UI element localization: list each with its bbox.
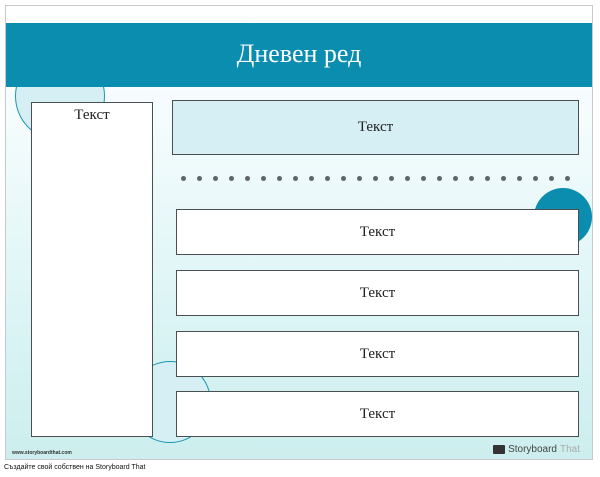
agenda-item-1[interactable]: Текст [176,209,579,255]
worksheet-canvas: Дневен ред Текст Текст Текст Текст Текст… [5,5,593,460]
divider-dot [373,176,378,181]
divider-dot [469,176,474,181]
divider-dot [341,176,346,181]
watermark-url: www.storyboardthat.com [12,450,72,456]
divider-dot [309,176,314,181]
divider-dot [357,176,362,181]
divider-dot [421,176,426,181]
divider-dot [229,176,234,181]
divider-dot [437,176,442,181]
agenda-item-3[interactable]: Текст [176,331,579,377]
agenda-item-4[interactable]: Текст [176,391,579,437]
divider-dot [533,176,538,181]
divider-dot [565,176,570,181]
divider-dot [293,176,298,181]
logo-text: Storyboard [508,444,557,455]
left-text-box[interactable]: Текст [31,102,153,437]
divider-dot [245,176,250,181]
divider-dot [501,176,506,181]
dotted-divider [176,176,592,182]
page-title[interactable]: Дневен ред [236,39,362,68]
divider-dot [197,176,202,181]
top-text-box[interactable]: Текст [172,100,579,155]
divider-dot [389,176,394,181]
divider-dot [517,176,522,181]
agenda-item-2[interactable]: Текст [176,270,579,316]
divider-dot [261,176,266,181]
logo-text-sub: That [559,444,580,455]
divider-dot [485,176,490,181]
divider-dot [549,176,554,181]
speech-bubble-icon [493,445,506,454]
footer-link[interactable]: Създайте свой собствен на Storyboard Tha… [4,464,146,471]
divider-dot [453,176,458,181]
divider-dot [213,176,218,181]
divider-dot [405,176,410,181]
divider-dot [181,176,186,181]
divider-dot [277,176,282,181]
header-banner: Дневен ред [6,23,592,87]
divider-dot [325,176,330,181]
